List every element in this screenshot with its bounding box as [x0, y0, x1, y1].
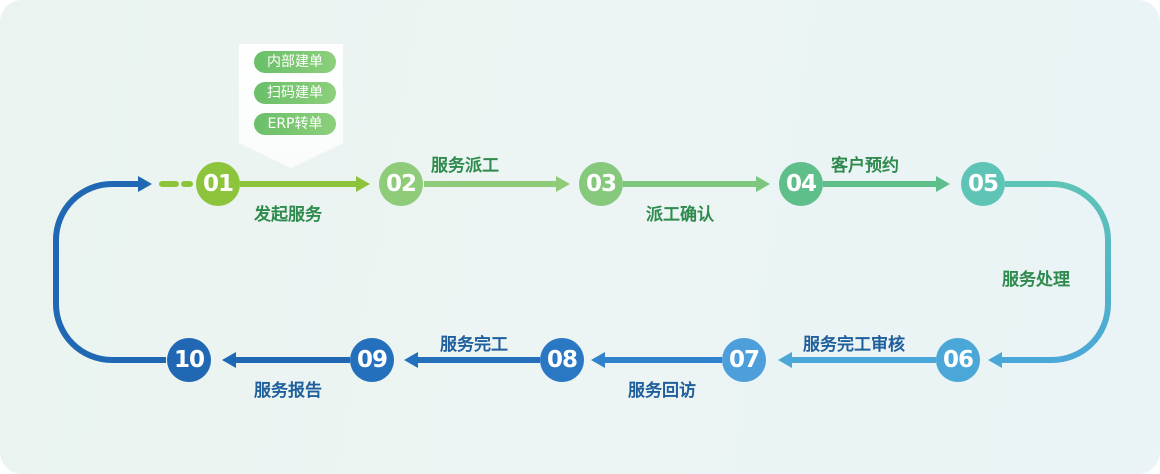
step-node-03: 03	[573, 156, 629, 212]
step-label-07: 服务回访	[628, 381, 696, 401]
step-node-06: 06	[930, 332, 986, 388]
step-label-05: 服务处理	[1002, 270, 1070, 290]
step-label-08: 服务完工	[440, 335, 508, 355]
method-tag-internal: 内部建单	[254, 51, 336, 73]
arrow-10-start	[53, 181, 166, 363]
step-label-03: 派工确认	[646, 205, 714, 225]
step-label-04: 客户预约	[831, 156, 899, 176]
arrow-06-07	[778, 352, 936, 368]
arrow-07-08	[591, 352, 722, 368]
step-label-06: 服务完工审核	[803, 335, 905, 355]
step-node-10: 10	[161, 332, 217, 388]
method-tag-erp: ERP转单	[254, 113, 336, 135]
method-tag-scan: 扫码建单	[254, 82, 336, 104]
arrow-01-02	[240, 176, 370, 192]
step-label-02: 服务派工	[431, 156, 499, 176]
arrow-03-04	[623, 176, 770, 192]
step-node-07: 07	[716, 332, 772, 388]
step-node-02: 02	[373, 156, 429, 212]
step-node-01: 01	[190, 156, 246, 212]
step-node-05: 05	[955, 156, 1011, 212]
arrow-09-10	[222, 352, 350, 368]
step-label-01: 发起服务	[254, 205, 322, 225]
step-label-09: 服务报告	[254, 381, 322, 401]
step-node-08: 08	[534, 332, 590, 388]
step-node-04: 04	[773, 156, 829, 212]
arrow-02-03	[424, 176, 570, 192]
arrow-08-09	[404, 352, 540, 368]
arrow-04-05	[823, 176, 950, 192]
step-node-09: 09	[344, 332, 400, 388]
arrow-05-06	[1000, 181, 1111, 363]
